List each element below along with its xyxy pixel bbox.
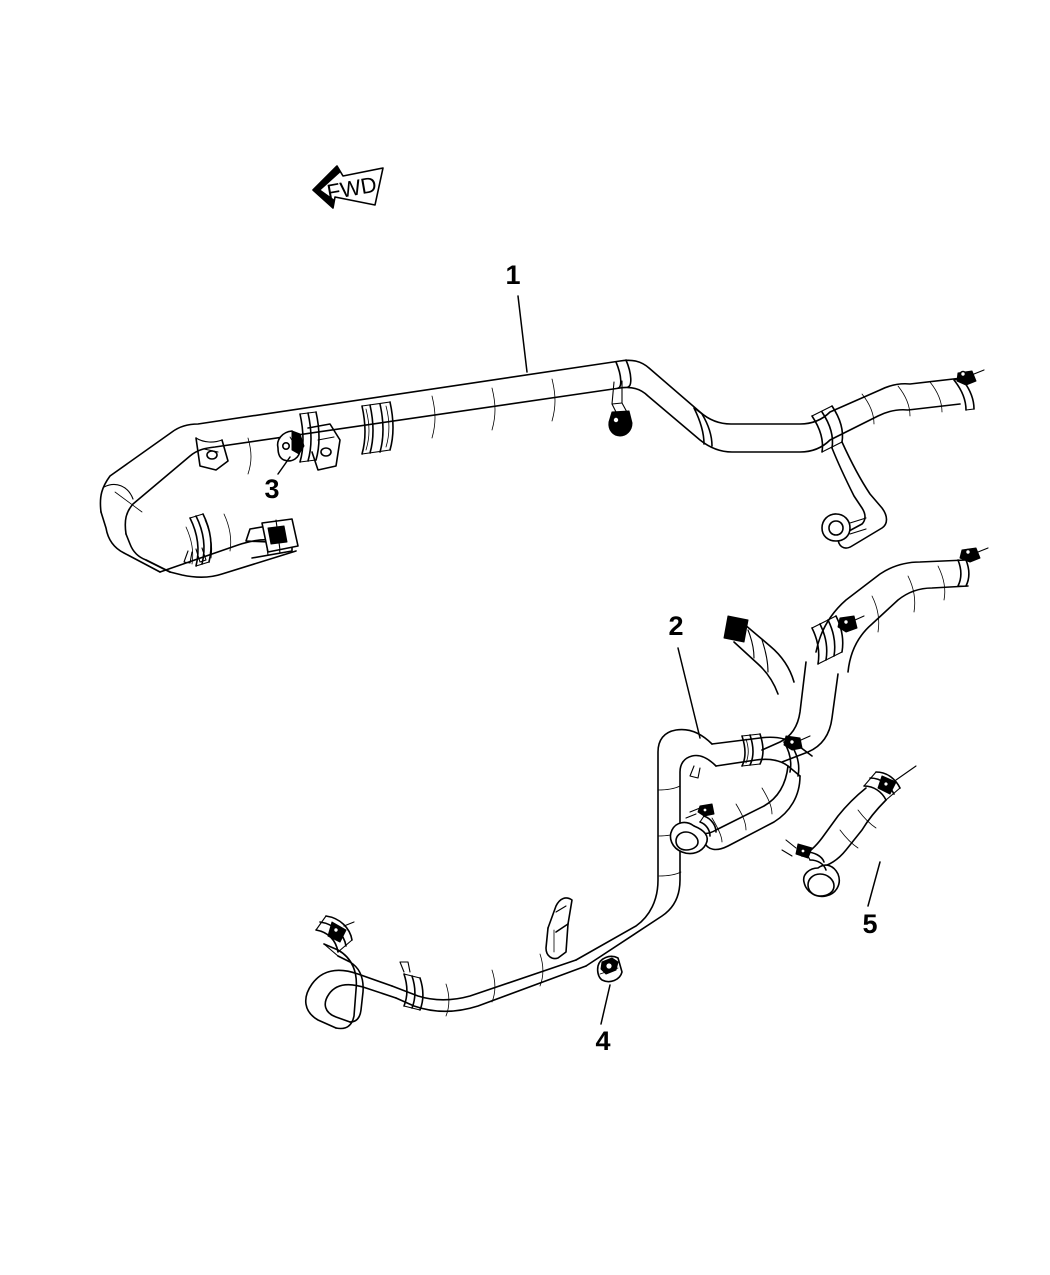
forward-direction-arrow: FWD [312, 165, 384, 209]
callout-1-leader [517, 295, 528, 373]
clip-upper [276, 430, 305, 462]
callout-4-leader [600, 984, 611, 1025]
clip-lower [596, 955, 623, 983]
callout-1-label: 1 [505, 260, 520, 290]
hose-assembly-upper [99, 359, 985, 578]
callout-2-label: 2 [668, 611, 683, 641]
callout-4-label: 4 [595, 1026, 610, 1056]
callout-3-leader [277, 456, 291, 475]
hose-segment-right-mid [811, 547, 989, 673]
callout-2-leader [677, 647, 701, 739]
callout-3-label: 3 [264, 474, 279, 504]
callout-5-leader [867, 861, 881, 907]
callout-layer: 1 2 3 4 5 [264, 260, 881, 1056]
hose-assembly-lower [305, 615, 839, 1030]
connector-hose [781, 765, 917, 898]
callout-5-label: 5 [862, 909, 877, 939]
